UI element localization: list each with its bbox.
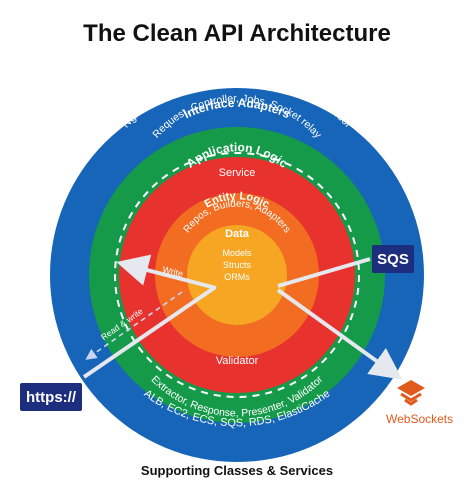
websockets-logo-icon — [397, 380, 425, 406]
https-badge: https:// — [20, 383, 82, 411]
data-item-orms: ORMs — [224, 272, 250, 282]
https-arrow — [82, 286, 216, 379]
data-item-models: Models — [222, 248, 252, 258]
application-subtitle: Service — [219, 167, 256, 179]
footer-caption: Supporting Classes & Services — [140, 463, 334, 478]
data-core — [187, 225, 287, 325]
websockets-label: WebSockets — [386, 412, 454, 426]
sqs-arrow — [277, 257, 371, 288]
write-arrow — [116, 254, 217, 290]
data-title: Data — [225, 228, 250, 240]
page-title: The Clean API Architecture — [83, 20, 391, 47]
websockets-arrow — [276, 288, 403, 380]
application-bottom: Validator — [216, 355, 259, 367]
read-write-arrow — [85, 291, 183, 360]
data-item-structs: Structs — [223, 260, 252, 270]
sqs-badge: SQS — [372, 245, 414, 273]
write-label: Write — [162, 264, 185, 279]
dashed-boundary — [114, 152, 360, 398]
